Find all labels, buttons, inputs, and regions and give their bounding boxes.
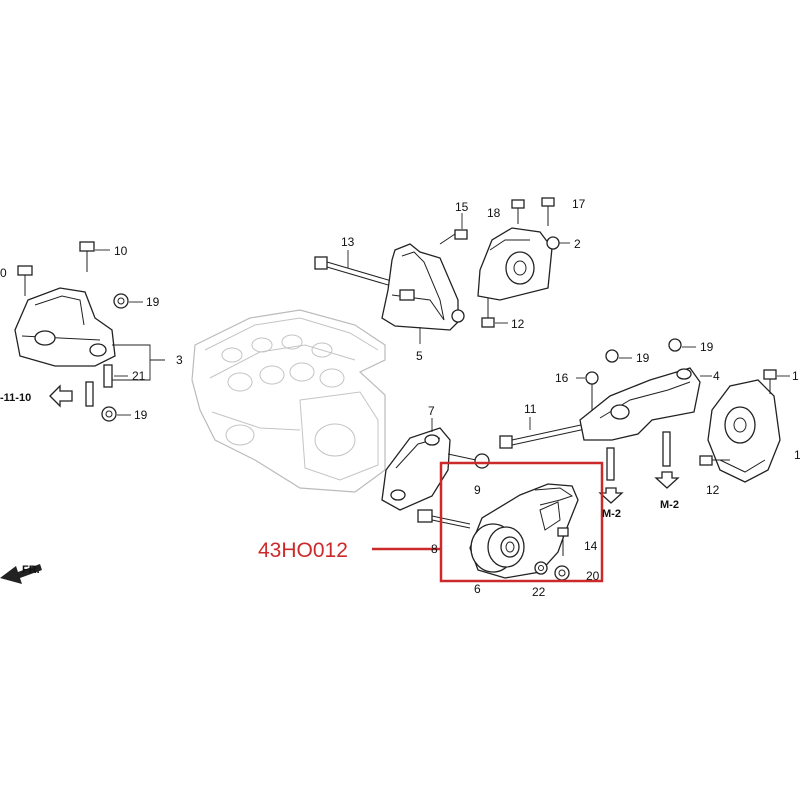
part-number-15: 15	[455, 200, 469, 214]
part-number-19: 19	[134, 408, 148, 422]
part-number-6: 6	[474, 582, 481, 596]
part-number-19: 19	[636, 351, 650, 365]
part-number-0: 0	[0, 266, 7, 280]
part-number-12: 12	[706, 483, 720, 497]
bolt-12-top	[481, 298, 508, 328]
part-number-2: 2	[574, 237, 581, 251]
nut-2	[546, 236, 560, 250]
ref-arrow-m2-b	[654, 471, 680, 489]
part-number-9: 9	[474, 483, 481, 497]
nut-19-upper-left	[113, 293, 143, 309]
part-number-19: 19	[700, 340, 714, 354]
part-number-1: 1	[794, 448, 800, 462]
front-marker: FR.	[22, 564, 40, 576]
stud-21	[103, 364, 128, 388]
part-number-17: 17	[572, 197, 586, 211]
left-engine-mount	[14, 287, 116, 367]
ref-arrow-m2-a	[598, 487, 624, 504]
part-number-14: 14	[584, 539, 598, 553]
nut-19-center	[605, 349, 632, 363]
ref-arrow-left	[49, 384, 73, 408]
nut-20	[554, 565, 570, 581]
bolt-0	[17, 265, 33, 296]
bolt-11	[499, 417, 591, 449]
bolt-13	[314, 250, 396, 288]
part-number-21: 21	[132, 369, 146, 383]
bolt-12-right	[699, 455, 730, 466]
nut-19-lower-left	[101, 406, 131, 422]
engine-block	[191, 309, 386, 493]
part-number-19: 19	[146, 295, 160, 309]
bolt-18	[511, 199, 525, 224]
part-number-8: 8	[431, 542, 438, 556]
part-number-18: 18	[487, 206, 501, 220]
bolt-17	[541, 197, 555, 226]
part-number-3: 3	[176, 353, 183, 367]
mount-1	[707, 379, 781, 483]
mount-2	[477, 227, 570, 301]
highlight-box	[439, 461, 604, 583]
part-number-11: 11	[524, 402, 537, 416]
washer-22	[534, 561, 548, 575]
part-number-20: 20	[586, 569, 600, 583]
reference-m2-right: M-2	[660, 499, 679, 511]
bolt-15	[439, 213, 468, 245]
nut-center	[451, 309, 465, 323]
front-arrow-icon: FR.	[0, 564, 42, 584]
part-number-5: 5	[416, 349, 423, 363]
part-number-4: 4	[713, 369, 720, 383]
part-number-1: 1	[792, 369, 799, 383]
part-number-12: 12	[511, 317, 525, 331]
bracket-4	[579, 367, 712, 441]
nut-19-right	[668, 338, 696, 352]
bolt-10	[79, 241, 110, 272]
bolt-1-top	[763, 369, 790, 394]
bolt-14	[557, 527, 569, 556]
stud-8	[417, 509, 471, 529]
part-number-7: 7	[428, 404, 435, 418]
rear-mount-6-highlighted	[469, 483, 579, 579]
part-number-13: 13	[341, 235, 355, 249]
bracket-7	[381, 418, 451, 511]
part-number-22: 22	[532, 585, 546, 599]
bolt-9	[447, 453, 490, 469]
stud-left	[85, 381, 94, 407]
bracket-5	[381, 243, 459, 344]
reference-m2-left: M-2	[602, 508, 621, 520]
nut-16	[576, 371, 599, 410]
reference-left: -11-10	[0, 392, 31, 404]
part-number-16: 16	[555, 371, 569, 385]
stud-m2-a	[606, 447, 615, 481]
part-number-10: 10	[114, 244, 128, 258]
part-callout-label: 43HO012	[258, 539, 348, 562]
stud-m2-b	[662, 431, 671, 467]
